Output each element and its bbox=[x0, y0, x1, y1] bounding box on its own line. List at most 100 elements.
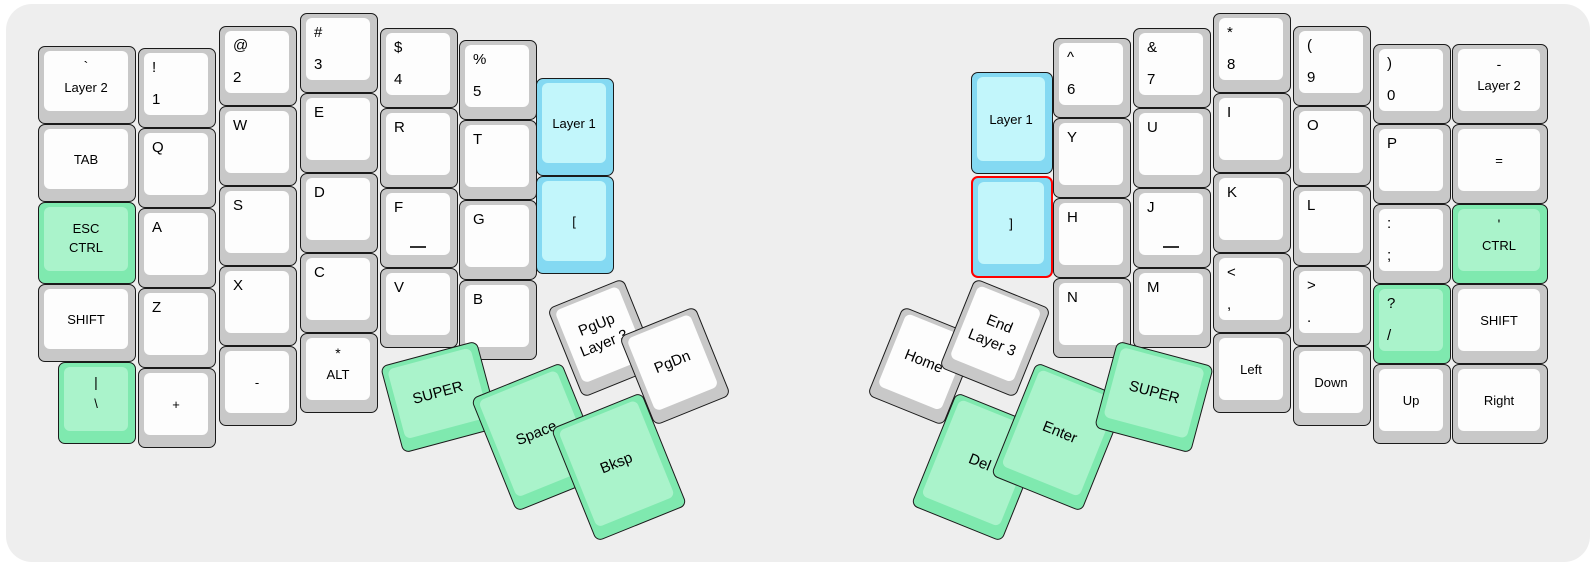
keycap-r: R bbox=[386, 113, 450, 175]
keycap-amp-7: &7 bbox=[1139, 33, 1203, 95]
keycap-lt-comma: <, bbox=[1219, 258, 1283, 320]
key-at-2[interactable]: @2 bbox=[219, 26, 297, 106]
key-shift-right[interactable]: SHIFT bbox=[1452, 284, 1548, 364]
key-s[interactable]: S bbox=[219, 186, 297, 266]
legend-upper: # bbox=[314, 24, 323, 41]
legend-upper: A bbox=[152, 219, 163, 236]
legend-lower: \ bbox=[94, 396, 98, 411]
keycap-z: Z bbox=[144, 293, 208, 355]
keycap-grave-layer2: `Layer 2 bbox=[44, 51, 128, 111]
keycap-alt: *ALT bbox=[306, 338, 370, 400]
legend-upper: ^ bbox=[1067, 49, 1075, 66]
key-t[interactable]: T bbox=[459, 120, 537, 200]
legend-lower: , bbox=[1227, 296, 1232, 313]
key-o[interactable]: O bbox=[1293, 106, 1371, 186]
keycap-super-left: SUPER bbox=[387, 347, 489, 440]
key-grave-layer2[interactable]: `Layer 2 bbox=[38, 46, 136, 124]
key-e[interactable]: E bbox=[300, 93, 378, 173]
key-left-arrow[interactable]: Left bbox=[1213, 333, 1291, 413]
key-colon-semi[interactable]: :; bbox=[1373, 204, 1451, 284]
key-d[interactable]: D bbox=[300, 173, 378, 253]
key-p[interactable]: P bbox=[1373, 124, 1451, 204]
legend-upper: M bbox=[1147, 279, 1160, 296]
legend-upper: N bbox=[1067, 289, 1078, 306]
key-dash-layer2[interactable]: -Layer 2 bbox=[1452, 44, 1548, 124]
legend-lower: . bbox=[1307, 309, 1312, 326]
legend-label: Layer 1 bbox=[552, 115, 596, 131]
keycap-pipe-backslash: |\ bbox=[64, 367, 128, 431]
key-f[interactable]: F bbox=[380, 188, 458, 268]
key-question-slash[interactable]: ?/ bbox=[1373, 284, 1451, 364]
legend-label: ] bbox=[1009, 215, 1013, 231]
legend-label: SUPER bbox=[1127, 377, 1182, 408]
keycap-gt-period: >. bbox=[1299, 271, 1363, 333]
key-exclaim-1[interactable]: !1 bbox=[138, 48, 216, 128]
key-c[interactable]: C bbox=[300, 253, 378, 333]
key-percent-5[interactable]: %5 bbox=[459, 40, 537, 120]
legend-upper: E bbox=[314, 104, 325, 121]
key-m[interactable]: M bbox=[1133, 268, 1211, 348]
key-pipe-backslash[interactable]: |\ bbox=[58, 362, 136, 444]
key-g[interactable]: G bbox=[459, 200, 537, 280]
key-caret-6[interactable]: ^6 bbox=[1053, 38, 1131, 118]
key-layer1-left[interactable]: Layer 1 bbox=[536, 78, 614, 176]
keycap-i: I bbox=[1219, 98, 1283, 160]
key-lt-comma[interactable]: <, bbox=[1213, 253, 1291, 333]
key-k[interactable]: K bbox=[1213, 173, 1291, 253]
key-plus[interactable]: + bbox=[138, 368, 216, 448]
key-x[interactable]: X bbox=[219, 266, 297, 346]
key-dollar-4[interactable]: $4 bbox=[380, 28, 458, 108]
key-q[interactable]: Q bbox=[138, 128, 216, 208]
legend-label: Del bbox=[966, 450, 994, 475]
keycap-l: L bbox=[1299, 191, 1363, 253]
legend-upper: & bbox=[1147, 39, 1158, 56]
keycap-s: S bbox=[225, 191, 289, 253]
legend-upper: Q bbox=[152, 139, 164, 156]
legend-label: CTRL bbox=[1482, 238, 1516, 253]
key-quote-ctrl[interactable]: 'CTRL bbox=[1452, 204, 1548, 284]
keycap-q: Q bbox=[144, 133, 208, 195]
key-up-arrow[interactable]: Up bbox=[1373, 364, 1451, 444]
key-l[interactable]: L bbox=[1293, 186, 1371, 266]
key-u[interactable]: U bbox=[1133, 108, 1211, 188]
key-bracket-left[interactable]: [ bbox=[536, 176, 614, 274]
key-alt[interactable]: *ALT bbox=[300, 333, 378, 413]
legend-upper: U bbox=[1147, 119, 1158, 136]
key-amp-7[interactable]: &7 bbox=[1133, 28, 1211, 108]
keycap-asterisk-8: *8 bbox=[1219, 18, 1283, 80]
key-a[interactable]: A bbox=[138, 208, 216, 288]
key-tab[interactable]: TAB bbox=[38, 124, 136, 202]
legend-upper: F bbox=[394, 199, 404, 216]
key-h[interactable]: H bbox=[1053, 198, 1131, 278]
key-shift-left[interactable]: SHIFT bbox=[38, 284, 136, 362]
legend-lower: 3 bbox=[314, 56, 323, 73]
key-asterisk-8[interactable]: *8 bbox=[1213, 13, 1291, 93]
keycap-percent-5: %5 bbox=[465, 45, 529, 107]
key-right-arrow[interactable]: Right bbox=[1452, 364, 1548, 444]
legend-label: Layer 2 bbox=[64, 80, 108, 95]
key-minus[interactable]: - bbox=[219, 346, 297, 426]
key-gt-period[interactable]: >. bbox=[1293, 266, 1371, 346]
key-bracket-right[interactable]: ] bbox=[971, 176, 1053, 278]
key-n[interactable]: N bbox=[1053, 278, 1131, 358]
keycap-down-arrow: Down bbox=[1299, 351, 1363, 413]
key-y[interactable]: Y bbox=[1053, 118, 1131, 198]
key-layer1-right[interactable]: Layer 1 bbox=[971, 72, 1053, 174]
keycap-x: X bbox=[225, 271, 289, 333]
key-b[interactable]: B bbox=[459, 280, 537, 360]
legend-upper: * bbox=[1227, 24, 1233, 41]
key-i[interactable]: I bbox=[1213, 93, 1291, 173]
legend-upper: K bbox=[1227, 184, 1238, 201]
key-w[interactable]: W bbox=[219, 106, 297, 186]
key-z[interactable]: Z bbox=[138, 288, 216, 368]
key-j[interactable]: J bbox=[1133, 188, 1211, 268]
legend-upper: | bbox=[94, 374, 98, 390]
key-paren-9[interactable]: (9 bbox=[1293, 26, 1371, 106]
key-v[interactable]: V bbox=[380, 268, 458, 348]
key-cparen-0[interactable]: )0 bbox=[1373, 44, 1451, 124]
key-r[interactable]: R bbox=[380, 108, 458, 188]
key-hash-3[interactable]: #3 bbox=[300, 13, 378, 93]
key-down-arrow[interactable]: Down bbox=[1293, 346, 1371, 426]
key-equals[interactable]: = bbox=[1452, 124, 1548, 204]
